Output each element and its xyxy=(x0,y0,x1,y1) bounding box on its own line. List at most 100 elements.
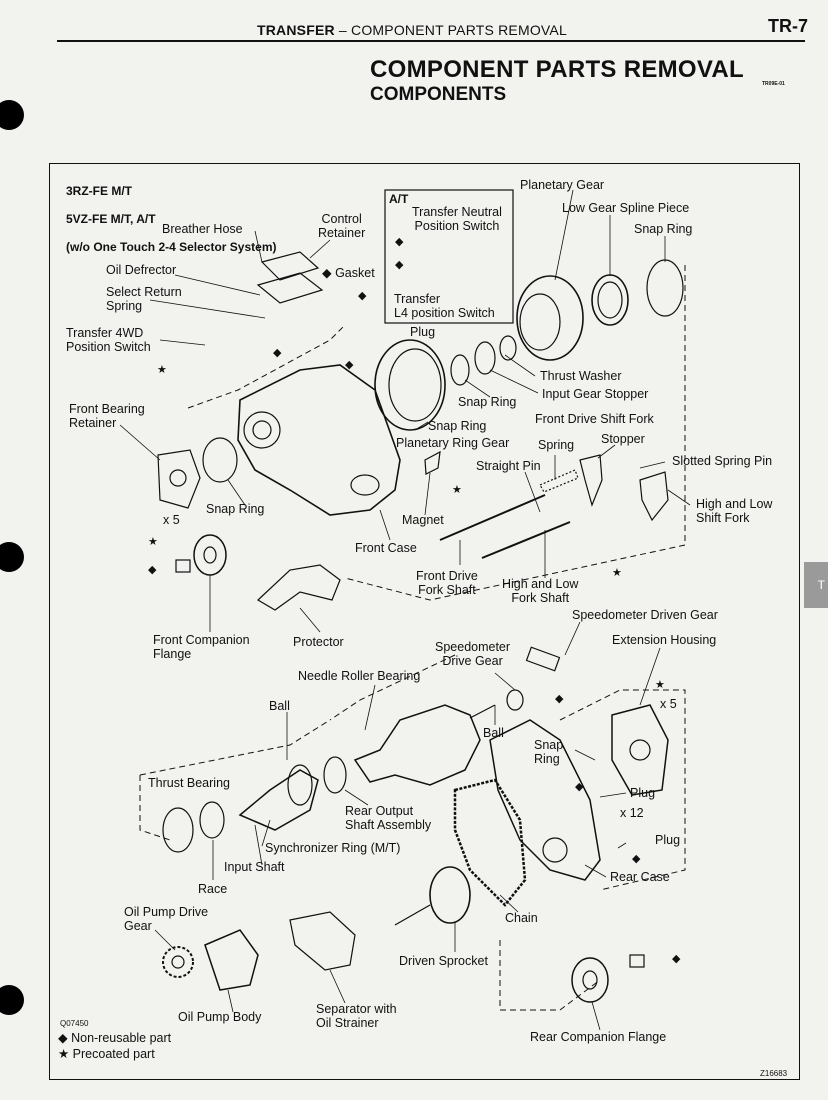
svg-text:★: ★ xyxy=(612,566,622,579)
label-straight-pin: Straight Pin xyxy=(476,459,541,473)
input-shaft-shape xyxy=(238,769,319,831)
legend-non-reusable: ◆ Non-reusable part xyxy=(58,1031,172,1045)
label-needle-roller-bearing: Needle Roller Bearing xyxy=(298,669,421,683)
label-front-drive-shift-fork: Front Drive Shift Fork xyxy=(535,412,654,426)
svg-text:★: ★ xyxy=(157,363,167,376)
binder-hole-bottom xyxy=(0,985,24,1015)
label-front-bearing-retainer: Front Bearing Retainer xyxy=(69,402,145,430)
assembly-line-top xyxy=(187,324,346,409)
svg-text:◆: ◆ xyxy=(148,563,157,576)
svg-text:◆: ◆ xyxy=(555,692,564,705)
label-rear-output-shaft-assembly: Rear Output Shaft Assembly xyxy=(345,804,432,832)
label-high-low-fork-shaft: High and Low Fork Shaft xyxy=(502,577,579,605)
label-x5-left: x 5 xyxy=(163,513,180,527)
label-oil-pump-body: Oil Pump Body xyxy=(178,1010,262,1024)
label-thrust-bearing: Thrust Bearing xyxy=(148,776,230,790)
label-high-low-shift-fork: High and Low Shift Fork xyxy=(696,497,773,525)
label-front-drive-fork-shaft: Front Drive Fork Shaft xyxy=(416,569,478,597)
assembly-line-ext xyxy=(559,689,686,891)
label-snap-ring-top: Snap Ring xyxy=(634,222,693,236)
label-planetary-ring-gear: Planetary Ring Gear xyxy=(396,436,510,450)
legend-precoated: ★ Precoated part xyxy=(58,1047,155,1061)
svg-text:★: ★ xyxy=(452,483,462,496)
rear-case-shape xyxy=(489,719,601,881)
label-breather-hose: Breather Hose xyxy=(162,222,243,236)
label-rear-case: Rear Case xyxy=(610,870,670,884)
label-input-gear-stopper: Input Gear Stopper xyxy=(542,387,649,401)
label-transfer-4wd-switch: Transfer 4WD Position Switch xyxy=(66,326,151,354)
svg-text:◆: ◆ xyxy=(345,358,354,371)
label-magnet: Magnet xyxy=(402,513,444,527)
label-x12: x 12 xyxy=(620,806,644,820)
extension-housing-shape xyxy=(611,704,669,796)
label-input-shaft: Input Shaft xyxy=(224,860,285,874)
svg-text:◆: ◆ xyxy=(273,346,282,359)
header-section: TRANSFER xyxy=(257,22,335,38)
assembly-line-right xyxy=(344,265,686,601)
svg-text:◆: ◆ xyxy=(395,258,404,271)
svg-text:◆: ◆ xyxy=(358,289,367,302)
applicability-note: 3RZ-FE M/T 5VZ-FE M/T, A/T (w/o One Touc… xyxy=(66,170,277,268)
applicability-line1: 3RZ-FE M/T xyxy=(66,184,132,198)
label-plug-right-2: Plug xyxy=(655,833,681,847)
label-ball-right: Ball xyxy=(483,726,504,740)
label-low-gear-spline-piece: Low Gear Spline Piece xyxy=(562,201,690,215)
label-spring: Spring xyxy=(538,438,575,452)
assembly-line-mid xyxy=(329,654,456,721)
page-number: TR-7 xyxy=(768,16,808,36)
label-oil-pump-drive-gear: Oil Pump Drive Gear xyxy=(124,905,209,933)
label-speedometer-driven-gear: Speedometer Driven Gear xyxy=(572,608,718,622)
page-title: COMPONENT PARTS REMOVAL xyxy=(370,56,745,83)
assembly-line-left xyxy=(139,775,171,841)
figure-code-right: Z16683 xyxy=(760,1069,788,1078)
binder-hole-middle xyxy=(0,542,24,572)
applicability-line3: (w/o One Touch 2-4 Selector System) xyxy=(66,240,277,254)
label-plug-top: Plug xyxy=(410,325,436,339)
label-race: Race xyxy=(198,882,228,896)
label-ball-top: Ball xyxy=(269,699,290,713)
label-rear-companion-flange: Rear Companion Flange xyxy=(530,1030,667,1044)
figure-code-left: Q07450 xyxy=(60,1019,89,1028)
label-driven-sprocket: Driven Sprocket xyxy=(399,954,488,968)
label-snap-ring-right: Snap Ring xyxy=(534,738,564,766)
label-extension-housing: Extension Housing xyxy=(612,633,717,647)
section-tab: T xyxy=(804,562,828,608)
svg-text:◆: ◆ xyxy=(395,235,404,248)
binder-hole-top xyxy=(0,100,24,130)
label-stopper: Stopper xyxy=(601,432,645,446)
page-subtitle: COMPONENTS xyxy=(370,84,507,105)
label-thrust-washer: Thrust Washer xyxy=(540,369,622,383)
at-box-outline xyxy=(384,189,514,324)
svg-text:◆: ◆ xyxy=(632,852,641,865)
chain-shape xyxy=(453,778,527,907)
planetary-ring-gear-shape xyxy=(374,339,446,431)
label-control-retainer: Control Retainer xyxy=(318,212,366,240)
header-dash: – xyxy=(338,22,347,38)
assembly-line-rear xyxy=(499,940,601,1011)
svg-text:★: ★ xyxy=(148,535,158,548)
at-box-title: A/T xyxy=(389,192,409,206)
label-protector: Protector xyxy=(293,635,344,649)
applicability-line2: 5VZ-FE M/T, A/T xyxy=(66,212,156,226)
header-rule xyxy=(57,40,805,42)
label-front-case: Front Case xyxy=(355,541,417,555)
svg-text:★: ★ xyxy=(655,678,665,691)
label-speedometer-drive-gear: Speedometer Drive Gear xyxy=(435,640,511,668)
label-transfer-neutral-switch: Transfer Neutral Position Switch xyxy=(412,205,502,233)
driven-sprocket-shape xyxy=(429,866,471,924)
diagram-frame xyxy=(49,163,800,1080)
planetary-gear-shape xyxy=(516,275,584,361)
label-gasket: ◆ Gasket xyxy=(322,266,375,280)
label-plug-right-1: Plug xyxy=(630,786,656,800)
label-separator-oil-strainer: Separator with Oil Strainer xyxy=(316,1002,397,1030)
assembly-line-ball xyxy=(139,719,331,776)
label-synchronizer-ring: Synchronizer Ring (M/T) xyxy=(265,841,401,855)
running-header: TRANSFER – COMPONENT PARTS REMOVAL xyxy=(257,22,567,38)
doc-code: TR09E-01 xyxy=(762,81,785,87)
label-front-companion-flange: Front Companion Flange xyxy=(153,633,250,661)
svg-text:◆: ◆ xyxy=(575,780,584,793)
front-bearing-retainer-shape xyxy=(157,449,201,509)
label-planetary-gear: Planetary Gear xyxy=(520,178,605,192)
front-case-shape xyxy=(237,364,401,516)
